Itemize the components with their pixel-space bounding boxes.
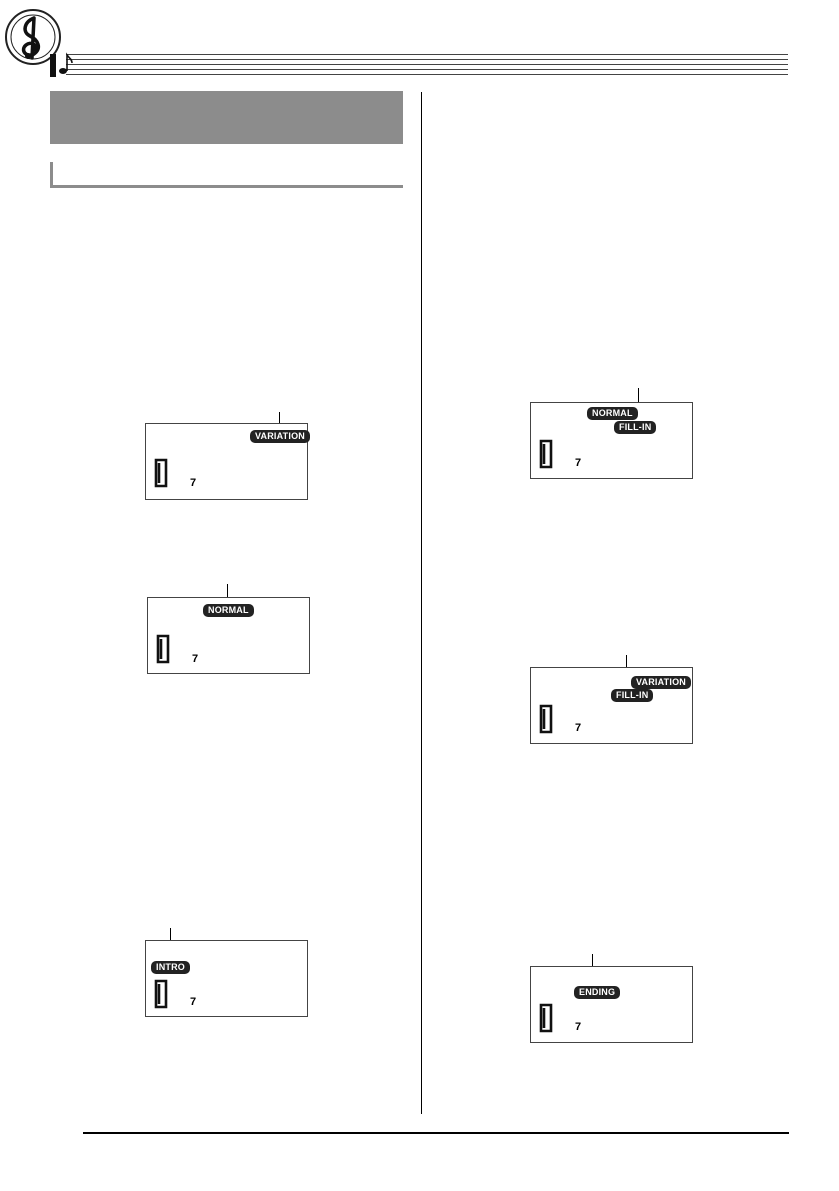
indicator-badge: INTRO	[151, 961, 190, 974]
lcd-display-variation: VARIATION 7	[145, 423, 310, 500]
lcd-digit-icon	[539, 704, 553, 734]
sub-heading	[50, 162, 403, 188]
treble-clef-logo-icon	[5, 9, 61, 65]
lcd-display-ending: ENDING 7	[530, 966, 693, 1043]
column-divider	[421, 92, 422, 1114]
leader-line	[279, 412, 280, 430]
lcd-digit-icon	[539, 1003, 553, 1033]
lcd-display-normal: NORMAL 7	[147, 597, 310, 674]
lcd-value: 7	[192, 653, 199, 665]
lcd-digit-icon	[156, 634, 170, 664]
lcd-value: 7	[190, 477, 197, 489]
lcd-value: 7	[575, 1021, 582, 1033]
indicator-badge: ENDING	[574, 986, 621, 999]
indicator-badge: NORMAL	[587, 407, 638, 420]
lcd-digit-icon	[154, 458, 168, 488]
lcd-display-variation-fill-in: VARIATION FILL-IN 7	[530, 667, 693, 744]
indicator-badge: NORMAL	[203, 604, 254, 617]
lcd-digit-icon	[154, 979, 168, 1009]
lcd-value: 7	[575, 457, 582, 469]
lcd-digit-icon	[539, 439, 553, 469]
music-staff-icon	[50, 50, 788, 78]
indicator-badge: FILL-IN	[614, 421, 657, 434]
eighth-note-icon	[59, 52, 73, 74]
footer-rule	[83, 1132, 789, 1134]
lcd-display-normal-fill-in: NORMAL FILL-IN 7	[530, 402, 693, 479]
indicator-badge: VARIATION	[631, 676, 691, 689]
section-heading	[50, 91, 403, 144]
leader-line	[227, 584, 228, 604]
lcd-value: 7	[575, 722, 582, 734]
indicator-badge: FILL-IN	[611, 689, 654, 702]
indicator-badge: VARIATION	[250, 430, 310, 443]
lcd-value: 7	[190, 996, 197, 1008]
lcd-display-intro: INTRO 7	[145, 940, 308, 1017]
